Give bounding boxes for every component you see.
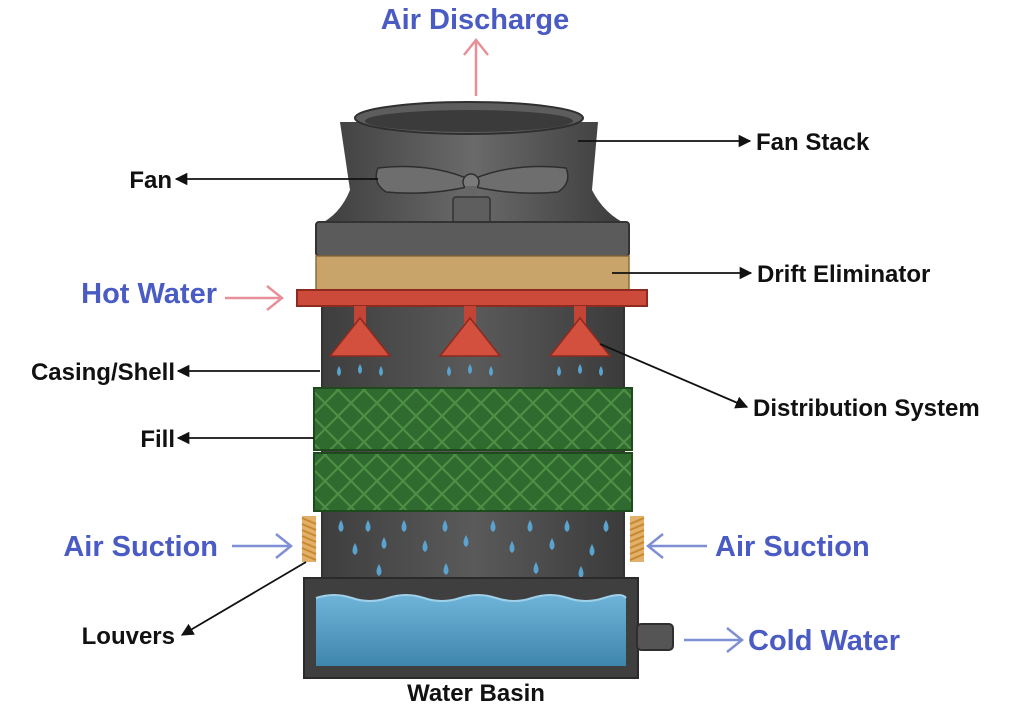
water-drops-spray — [337, 364, 603, 376]
label-louvers: Louvers — [82, 623, 175, 650]
label-air-discharge: Air Discharge — [381, 4, 570, 36]
spray-nozzle-icon — [438, 306, 502, 357]
distribution-system-leader — [599, 343, 749, 409]
spray-nozzle-icon — [328, 306, 392, 357]
louvers-right — [629, 516, 645, 562]
air-suction-left-arrow — [232, 533, 294, 559]
fan-icon — [375, 165, 569, 226]
fill-media — [313, 387, 633, 512]
louvers-left — [301, 516, 317, 562]
drift-eliminator — [315, 255, 630, 291]
spray-nozzle-icon — [548, 306, 612, 357]
distribution-system — [296, 289, 648, 357]
label-air-suction-left: Air Suction — [63, 531, 218, 563]
label-fan: Fan — [129, 167, 172, 194]
cold-water-arrow — [684, 627, 745, 653]
water-basin — [303, 577, 674, 679]
air-discharge-arrow — [463, 37, 489, 96]
label-fill: Fill — [140, 426, 175, 453]
label-fan-stack: Fan Stack — [756, 129, 870, 156]
label-casing-shell: Casing/Shell — [31, 359, 175, 386]
label-water-basin: Water Basin — [407, 680, 545, 707]
label-air-suction-right: Air Suction — [715, 531, 870, 563]
label-cold-water: Cold Water — [748, 625, 900, 657]
distribution-pipe — [296, 289, 648, 307]
water-drops-rain — [338, 520, 609, 578]
hot-water-arrow — [225, 285, 285, 311]
label-distribution-system: Distribution System — [753, 395, 980, 422]
louvers-leader — [180, 561, 307, 636]
air-suction-right-arrow — [645, 533, 707, 559]
outlet-pipe — [636, 623, 674, 651]
label-hot-water: Hot Water — [81, 278, 217, 310]
label-drift-eliminator: Drift Eliminator — [757, 261, 930, 288]
